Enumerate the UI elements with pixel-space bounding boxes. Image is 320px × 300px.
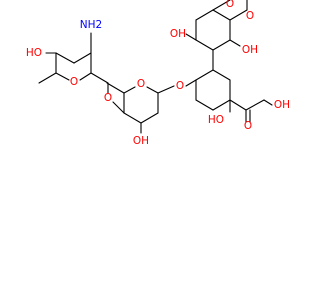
bond (212, 99, 231, 111)
atom-label-oh: OH (242, 44, 258, 56)
bond (79, 72, 92, 81)
atom-label-o: O (246, 10, 254, 22)
atom-label-oh: OH (133, 135, 149, 147)
bond (106, 82, 125, 94)
bond (263, 99, 273, 106)
atom-label-oh: OH (274, 99, 290, 111)
bond (55, 72, 70, 81)
bond (73, 52, 92, 64)
bond (212, 39, 231, 51)
atom-label-o: O (137, 78, 145, 90)
atom-label-oh: OH (170, 28, 186, 40)
molecule-structure-canvas: NH2 HO O O O OH O O OH O OH HO O OH (26, 0, 290, 147)
molecule-structure: NH2 HO O O O OH O O OH O OH HO O OH (26, 0, 290, 147)
bond (123, 86, 136, 94)
bond (185, 79, 197, 87)
bonds (38, 0, 273, 134)
bond (195, 39, 214, 51)
bond (55, 52, 75, 64)
bond (185, 33, 197, 41)
bond (229, 9, 248, 21)
bond (146, 86, 159, 94)
bond (212, 9, 231, 21)
atom-label-o: O (244, 120, 252, 132)
bond (195, 99, 214, 111)
bond (229, 99, 247, 111)
bond (212, 69, 231, 81)
bond (90, 72, 109, 84)
atom-label-o: O (70, 76, 78, 88)
atom-label-ho: HO (26, 47, 42, 59)
atom-labels: NH2 HO O O O OH O O OH O OH HO O OH (26, 0, 290, 147)
bond (212, 0, 231, 11)
bond (229, 39, 241, 47)
bond (123, 112, 142, 124)
atom-label-o: O (226, 0, 234, 10)
atom-label-nh2: NH2 (80, 19, 102, 31)
bond (195, 9, 214, 21)
atom-label-o: O (176, 80, 184, 92)
atom-label-ho: HO (208, 114, 224, 126)
bond (112, 101, 125, 114)
bond (157, 85, 175, 94)
bond (38, 72, 57, 84)
bond (245, 99, 265, 111)
bond (195, 69, 214, 81)
bond (140, 112, 159, 124)
atom-label-o: O (104, 92, 112, 104)
